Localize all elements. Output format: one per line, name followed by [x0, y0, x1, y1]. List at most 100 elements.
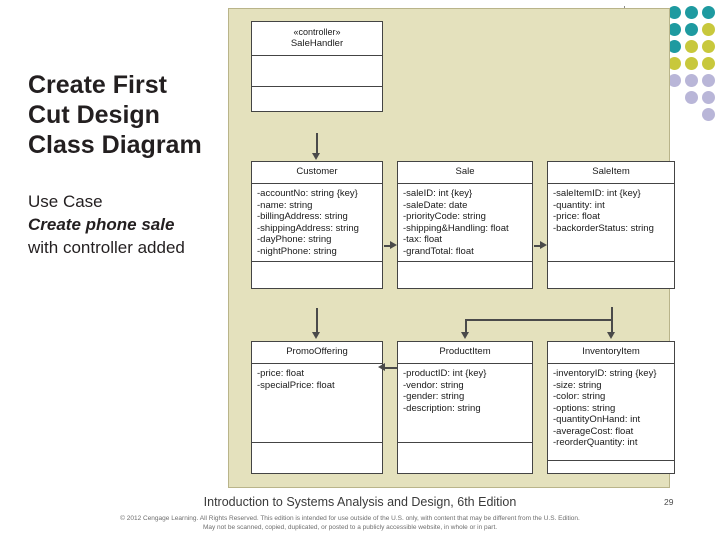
dot	[702, 23, 715, 36]
attribute: -saleDate: date	[403, 199, 468, 211]
dot	[685, 6, 698, 19]
association-sale-sale-item	[534, 245, 541, 247]
attribute: -inventoryID: string {key}	[553, 368, 657, 379]
attribute: -vendor: string	[403, 379, 464, 391]
arrow-head-down	[461, 332, 469, 339]
copyright-line-2: May not be scanned, copied, duplicated, …	[202, 524, 498, 531]
uml-class-diagram-panel: «controller» SaleHandler Customer -accou…	[228, 8, 675, 488]
dot	[685, 40, 698, 53]
attribute: -accountNo: string {key}	[257, 188, 358, 199]
copyright-line-1: © 2012 Cengage Learning. All Rights Rese…	[120, 515, 580, 522]
footer-title: Introduction to Systems Analysis and Des…	[203, 495, 517, 509]
attribute: -description: string	[403, 402, 481, 414]
attribute: -quantity: int	[553, 199, 605, 211]
dot	[702, 74, 715, 87]
attribute: -name: string	[257, 199, 313, 211]
association-customer-promo-offering	[316, 308, 318, 333]
dot	[685, 57, 698, 70]
attribute: -shipping&Handling: float	[403, 222, 509, 234]
attribute: -averageCost: float	[553, 425, 634, 437]
class-operations-sale-handler	[252, 87, 382, 111]
class-header-product-item: ProductItem	[398, 342, 532, 364]
association-product-item-v	[465, 319, 467, 333]
dot	[702, 57, 715, 70]
class-box-customer[interactable]: Customer -accountNo: string {key} -name:…	[251, 161, 383, 289]
attribute: -gender: string	[403, 391, 465, 402]
attribute: -nightPhone: string	[257, 245, 337, 257]
class-attributes-sale-item: -saleItemID: int {key} -quantity: int -p…	[548, 184, 674, 262]
attribute: -productID: int {key}	[403, 368, 487, 379]
attribute: -price: float	[257, 368, 304, 379]
subtitle-lead: Use Case	[28, 192, 103, 211]
subtitle-tail: with controller added	[28, 238, 185, 257]
class-attributes-sale-handler	[252, 56, 382, 87]
arrow-head-left	[378, 363, 385, 371]
slide-text-column: Create First Cut Design Class Diagram Us…	[28, 70, 208, 259]
class-name: SaleHandler	[290, 38, 344, 49]
footer-copyright: © 2012 Cengage Learning. All Rights Rese…	[0, 514, 700, 532]
class-name: ProductItem	[439, 346, 491, 357]
arrow-head-right	[540, 241, 547, 249]
class-operations-inventory-item	[548, 461, 674, 473]
class-operations-product-item	[398, 443, 532, 473]
class-header-sale: Sale	[398, 162, 532, 184]
class-box-sale-item[interactable]: SaleItem -saleItemID: int {key} -quantit…	[547, 161, 675, 289]
association-sale-item-product-item-h	[465, 319, 613, 321]
attribute: -billingAddress: string	[257, 211, 348, 222]
dot	[668, 23, 681, 36]
class-name: PromoOffering	[286, 346, 348, 357]
class-name: Customer	[296, 166, 338, 177]
association-sale-item-inventory-item	[611, 319, 613, 333]
dot	[685, 74, 698, 87]
dot	[702, 40, 715, 53]
class-operations-sale-item	[548, 262, 674, 288]
class-box-product-item[interactable]: ProductItem -productID: int {key} -vendo…	[397, 341, 533, 474]
class-box-promo-offering[interactable]: PromoOffering -price: float -specialPric…	[251, 341, 383, 474]
arrow-head-down	[607, 332, 615, 339]
class-header-customer: Customer	[252, 162, 382, 184]
attribute: -reorderQuantity: int	[553, 437, 638, 448]
class-operations-promo-offering	[252, 443, 382, 473]
class-attributes-customer: -accountNo: string {key} -name: string -…	[252, 184, 382, 262]
dot	[668, 6, 681, 19]
decorative-dot-grid	[668, 6, 716, 124]
association-product-item-promo-offering	[385, 367, 397, 369]
class-header-promo-offering: PromoOffering	[252, 342, 382, 364]
association-customer-sale	[384, 245, 391, 247]
subtitle-emphasis: Create phone sale	[28, 215, 175, 234]
arrow-head-right	[390, 241, 397, 249]
attribute: -quantityOnHand: int	[553, 414, 641, 425]
class-box-sale[interactable]: Sale -saleID: int {key} -saleDate: date …	[397, 161, 533, 289]
dot	[702, 108, 715, 121]
class-name: Sale	[455, 166, 475, 177]
page-number: 29	[664, 497, 674, 507]
attribute: -shippingAddress: string	[257, 222, 359, 234]
class-header-sale-handler: «controller» SaleHandler	[252, 22, 382, 56]
attribute: -saleItemID: int {key}	[553, 188, 641, 199]
class-attributes-sale: -saleID: int {key} -saleDate: date -prio…	[398, 184, 532, 262]
class-box-sale-handler[interactable]: «controller» SaleHandler	[251, 21, 383, 112]
class-header-sale-item: SaleItem	[548, 162, 674, 184]
arrow-head-down	[312, 332, 320, 339]
association-sale-handler-customer	[316, 133, 318, 154]
dot	[702, 91, 715, 104]
dot	[685, 23, 698, 36]
attribute: -dayPhone: string	[257, 234, 332, 245]
association-sale-item-product-item-v	[611, 307, 613, 321]
slide-subtitle: Use Case Create phone sale with controll…	[28, 190, 208, 259]
attribute: -saleID: int {key}	[403, 188, 473, 199]
attribute: -grandTotal: float	[403, 245, 474, 257]
dot	[668, 40, 681, 53]
class-attributes-promo-offering: -price: float -specialPrice: float	[252, 364, 382, 443]
arrow-head-down	[312, 153, 320, 160]
attribute: -color: string	[553, 391, 606, 402]
attribute: -tax: float	[403, 234, 443, 245]
attribute: -backorderStatus: string	[553, 222, 654, 234]
dot	[668, 57, 681, 70]
class-box-inventory-item[interactable]: InventoryItem -inventoryID: string {key}…	[547, 341, 675, 474]
class-name: InventoryItem	[582, 346, 640, 357]
dot	[685, 91, 698, 104]
class-header-inventory-item: InventoryItem	[548, 342, 674, 364]
dot	[702, 6, 715, 19]
attribute: -priorityCode: string	[403, 211, 486, 222]
